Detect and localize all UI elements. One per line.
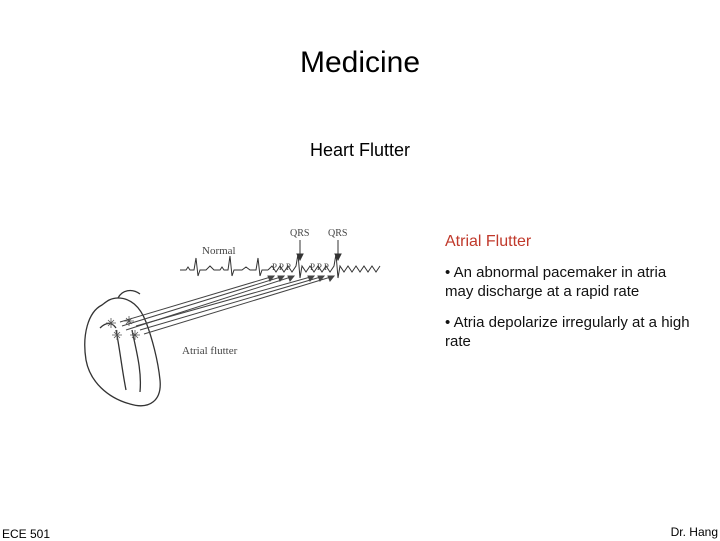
figure-label-qrs-1: QRS	[290, 228, 309, 239]
slide-subtitle: Heart Flutter	[309, 140, 411, 160]
slide-title: Medicine	[299, 46, 421, 79]
figure-label-normal: Normal	[202, 245, 236, 257]
figure-label-p-group-1: P P P	[272, 262, 291, 272]
side-panel-heading: Atrial Flutter	[445, 233, 532, 250]
footer-course: ECE 501	[2, 527, 51, 541]
atrial-flutter-figure: Normal QRS QRS P P P P P P Atrial flutte…	[60, 210, 400, 420]
ectopic-foci	[106, 316, 140, 340]
figure-label-qrs-2: QRS	[328, 228, 347, 239]
qrs-arrows	[296, 240, 342, 262]
heart-outline	[84, 289, 161, 407]
bullet-item: • An abnormal pacemaker in atria may dis…	[445, 264, 667, 300]
figure-label-atrial-flutter: Atrial flutter	[182, 345, 238, 357]
footer-author: Dr. Hang	[670, 525, 718, 539]
figure-label-p-group-2: P P P	[310, 262, 329, 272]
heart-ecg-illustration: Normal QRS QRS P P P P P P Atrial flutte…	[84, 228, 381, 407]
conduction-arrows	[119, 275, 336, 335]
bullet-item: • Atria depolarize irregularly at a high…	[445, 314, 690, 350]
side-panel: Atrial Flutter • An abnormal pacemaker i…	[445, 233, 695, 363]
ecg-trace	[180, 253, 381, 279]
